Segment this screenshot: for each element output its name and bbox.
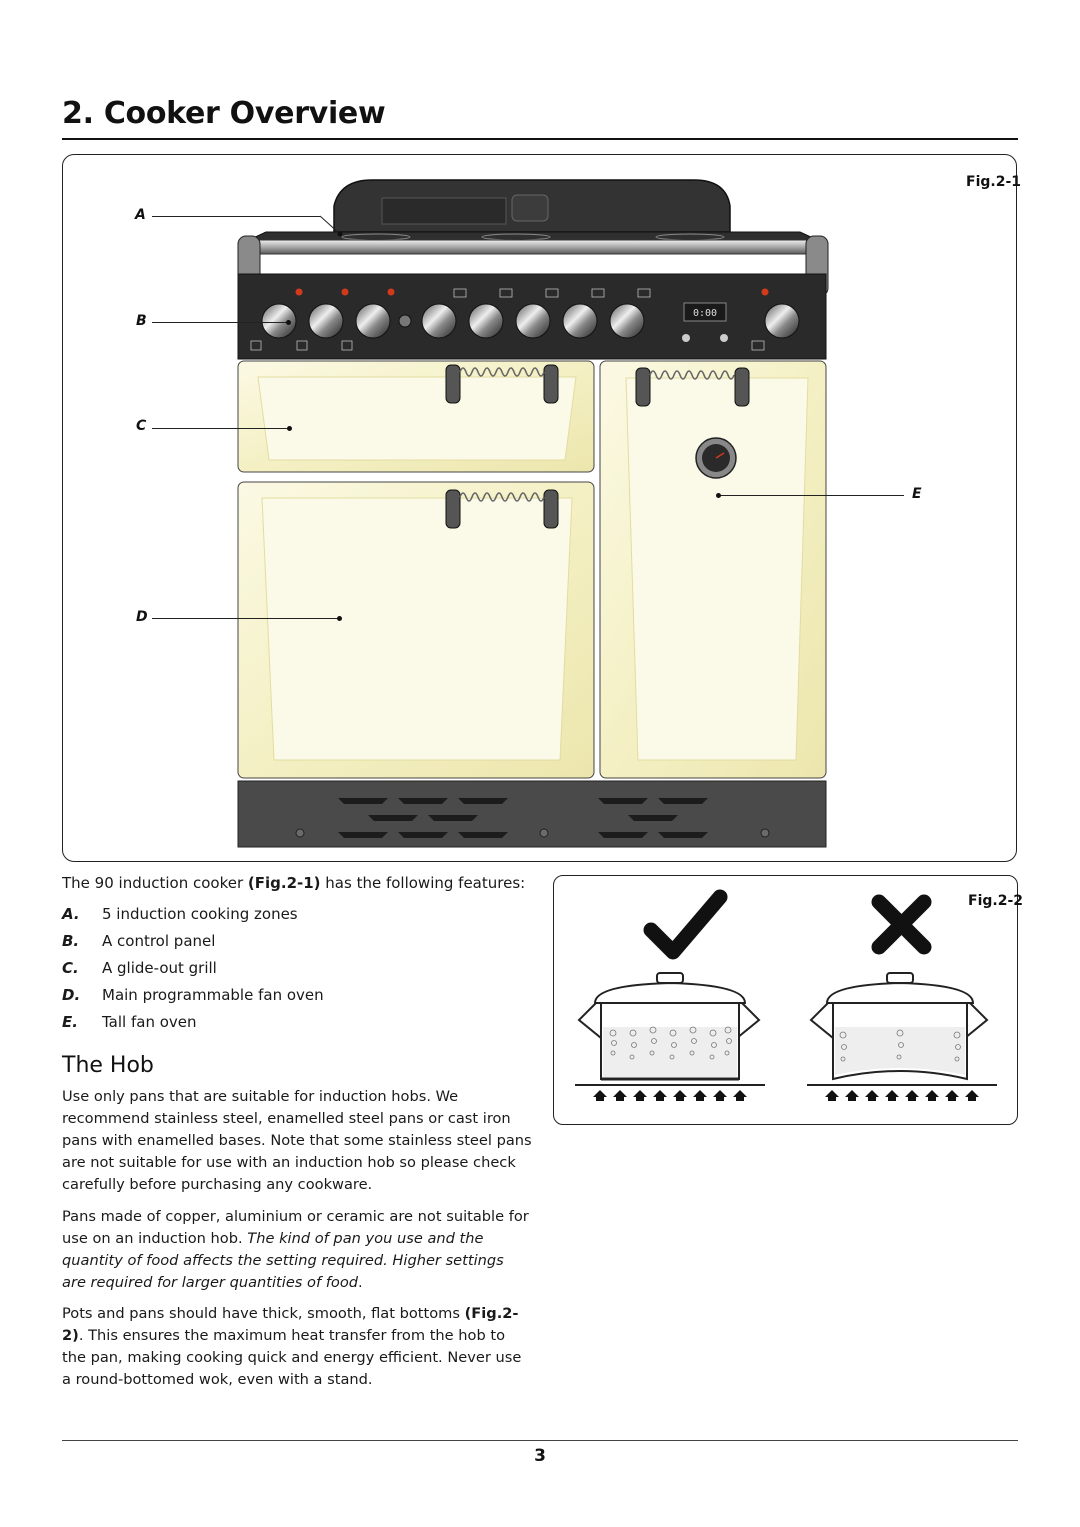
leader-e-dot	[716, 493, 721, 498]
section-heading-hob: The Hob	[62, 1053, 154, 1078]
para3-fig-ref: (Fig.2-2)	[62, 1305, 519, 1344]
hob-paragraph-1: Use only pans that are suitable for indu…	[62, 1088, 532, 1193]
leader-b	[152, 322, 288, 323]
cooker-illustration: 0:00	[237, 179, 829, 848]
leader-a-bend	[319, 215, 343, 237]
leader-d	[152, 618, 339, 619]
para2-italic: The kind of pan you use and the quantity…	[62, 1230, 504, 1291]
list-item: D. Main programmable fan oven	[62, 984, 542, 1011]
leader-e	[720, 495, 904, 496]
leader-a	[152, 216, 320, 217]
hob-paragraph-2: Pans made of copper, aluminium or cerami…	[62, 1206, 532, 1294]
heat-arrows-warped	[825, 1090, 979, 1101]
leader-b-dot	[286, 320, 291, 325]
callout-d: D	[136, 609, 148, 625]
leader-d-dot	[337, 616, 342, 621]
list-item: A. 5 induction cooking zones	[62, 903, 542, 930]
flat-pan	[577, 972, 761, 1081]
intro-after: has the following features:	[320, 874, 526, 892]
para2-end: .	[358, 1274, 363, 1291]
figure-2-2-frame	[553, 875, 1018, 1125]
figure-2-2-label: Fig.2-2	[968, 893, 1023, 909]
para2-plain: Pans made of copper, aluminium or cerami…	[62, 1208, 529, 1247]
cross-icon	[871, 894, 932, 955]
feature-letter: D.	[62, 986, 81, 1004]
para3-before: Pots and pans should have thick, smooth,…	[62, 1305, 465, 1322]
feature-text: Main programmable fan oven	[102, 986, 324, 1004]
feature-text: 5 induction cooking zones	[102, 905, 298, 923]
feature-text: A glide-out grill	[102, 959, 217, 977]
callout-b: B	[136, 313, 147, 329]
plinth	[237, 780, 827, 848]
feature-list: A. 5 induction cooking zones B. A control …	[62, 903, 542, 1038]
feature-text: Tall fan oven	[102, 1013, 197, 1031]
list-item: B. A control panel	[62, 930, 542, 957]
leader-c-dot	[287, 426, 292, 431]
page-number: 3	[534, 1446, 546, 1466]
check-icon	[643, 889, 728, 960]
figure-2-1-label: Fig.2-1	[966, 174, 1021, 190]
callout-a: A	[135, 207, 146, 223]
callout-c: C	[136, 418, 147, 434]
para3-after: . This ensures the maximum heat transfer…	[62, 1327, 522, 1388]
list-item: E. Tall fan oven	[62, 1011, 542, 1038]
intro-fig-ref: (Fig.2-1)	[247, 874, 321, 892]
hob-paragraph-3: Pots and pans should have thick, smooth,…	[62, 1303, 532, 1391]
bubbles-warped	[839, 1029, 961, 1062]
feature-text: A control panel	[102, 932, 216, 950]
pan-comparison-illustration	[575, 889, 997, 1101]
title-rule	[62, 138, 1018, 140]
footer-rule	[62, 1440, 1018, 1441]
clock-display	[683, 302, 727, 322]
feature-letter: B.	[62, 932, 80, 950]
feature-letter: A.	[62, 905, 80, 923]
figure-2-1-frame	[62, 154, 1017, 862]
leader-c	[152, 428, 289, 429]
clock-display-time: 0:00	[693, 308, 717, 319]
list-item: C. A glide-out grill	[62, 957, 542, 984]
intro-text: The 90 induction cooker (Fig.2-1) has th…	[62, 872, 542, 894]
bubbles-flat	[609, 1026, 732, 1060]
heat-arrows-flat	[593, 1090, 747, 1101]
feature-letter: E.	[62, 1013, 78, 1031]
feature-letter: C.	[62, 959, 79, 977]
warped-pan	[809, 972, 989, 1081]
handrail	[243, 239, 821, 255]
callout-e: E	[912, 486, 922, 502]
intro-before: The 90 induction cooker	[62, 874, 248, 892]
page-title: 2. Cooker Overview	[62, 96, 386, 131]
